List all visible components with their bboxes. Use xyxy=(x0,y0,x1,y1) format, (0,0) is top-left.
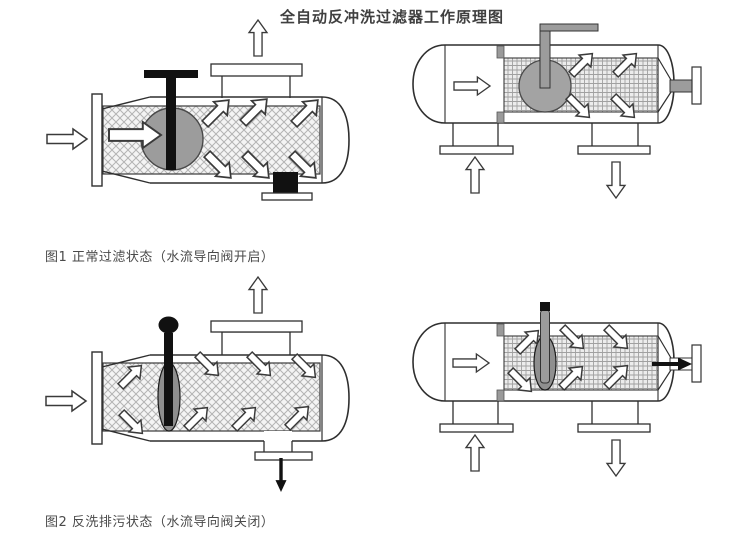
vessel-end-cap xyxy=(321,354,350,442)
inlet-nozzle-legs xyxy=(452,401,499,424)
figure2-caption: 图2 反洗排污状态（水流导向阀关闭） xyxy=(45,515,275,530)
figure1-caption: 图1 正常过滤状态（水流导向阀开启） xyxy=(45,250,275,265)
flush-outlet-flange xyxy=(691,344,702,383)
page-title: 全自动反冲洗过滤器工作原理图 xyxy=(279,8,504,26)
inlet-nozzle-legs xyxy=(452,123,499,146)
drain-neck-fill xyxy=(264,431,292,452)
partition-bottom xyxy=(496,389,505,402)
inlet-cone-lines xyxy=(101,96,151,184)
vessel-left-cap xyxy=(412,322,446,402)
drain-neck xyxy=(263,441,293,452)
outlet-flow-arrow xyxy=(606,161,626,199)
fig2-left-vessel xyxy=(45,276,350,494)
valve-stem xyxy=(164,333,173,426)
figure1-normal-filtering xyxy=(46,19,702,201)
internal-inlet-flow-arrow xyxy=(453,76,491,96)
top-outlet-neck xyxy=(221,331,291,355)
inlet-nozzle-flange xyxy=(439,423,514,433)
inlet-nozzle-flange xyxy=(439,145,514,155)
outlet-cone-lines xyxy=(657,57,672,113)
valve-stem xyxy=(166,77,176,170)
outlet-flow-arrow xyxy=(248,19,268,57)
inlet-flange xyxy=(91,93,103,187)
outlet-nozzle-flange xyxy=(577,145,651,155)
partition-top xyxy=(496,45,505,59)
flush-outlet-shaft xyxy=(669,79,694,93)
fig2-right-vessel xyxy=(412,302,702,477)
vessel-shell-walls xyxy=(150,354,322,442)
valve-handle xyxy=(539,23,599,32)
inlet-flow-arrow xyxy=(465,156,485,194)
valve-stem xyxy=(540,309,550,384)
vessel-shell-walls xyxy=(445,44,658,124)
valve-knob xyxy=(158,316,179,334)
inlet-flow-arrow xyxy=(465,434,485,472)
outlet-nozzle-flange xyxy=(577,423,651,433)
outlet-flow-arrow xyxy=(606,439,626,477)
top-outlet-flange xyxy=(210,320,303,333)
outlet-flow-arrow xyxy=(248,276,268,314)
inlet-flange xyxy=(91,351,103,445)
partition-top xyxy=(496,323,505,337)
outlet-cone-lines xyxy=(657,335,672,391)
outlet-nozzle-legs xyxy=(591,123,639,146)
valve-cap xyxy=(540,302,550,311)
fig1-left-vessel xyxy=(46,19,350,201)
drain-discharge-arrow xyxy=(273,456,289,494)
valve-stem xyxy=(539,23,551,89)
fig1-right-vessel xyxy=(412,23,702,199)
outlet-nozzle-legs xyxy=(591,401,639,424)
figure2-backwash-drain xyxy=(45,276,702,494)
top-outlet-neck xyxy=(221,74,291,98)
vessel-end-cap xyxy=(321,96,350,184)
partition-bottom xyxy=(496,111,505,124)
drain-valve-closed xyxy=(273,172,298,193)
inlet-flow-arrow xyxy=(45,390,87,412)
vessel-shell-walls xyxy=(445,322,658,402)
internal-inlet-flow-arrow xyxy=(452,353,490,373)
top-outlet-flange xyxy=(210,63,303,77)
flush-outlet-flange xyxy=(691,66,702,105)
inlet-cone-lines xyxy=(101,354,151,442)
drain-flange xyxy=(261,192,313,201)
inlet-flow-arrow xyxy=(46,128,88,150)
drain-flange xyxy=(254,451,313,461)
vessel-left-cap xyxy=(412,44,446,124)
valve-t-handle xyxy=(144,70,198,78)
